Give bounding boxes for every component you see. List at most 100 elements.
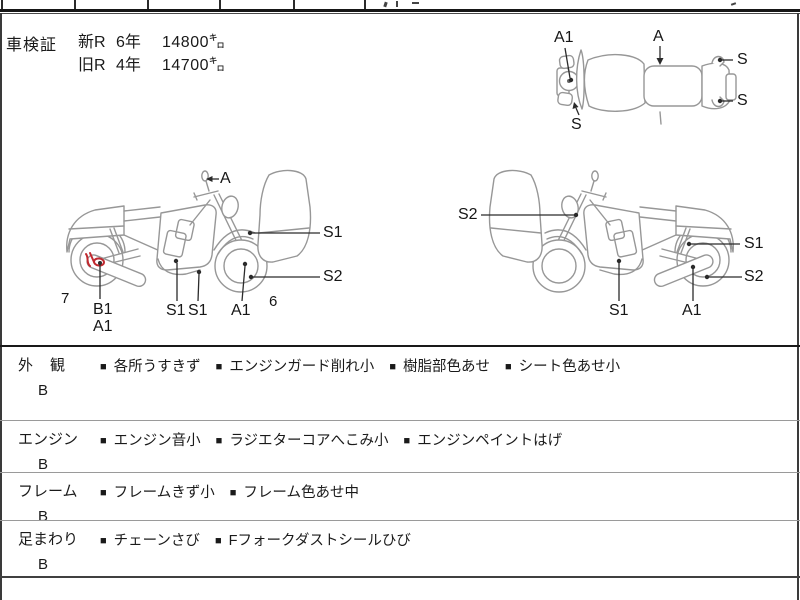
condition-items: ■ 各所うすきず ■ エンジンガード削れ小 ■ 樹脂部色あせ ■ シート色あせ小 — [100, 354, 620, 420]
condition-item: ■ ラジエターコアへこみ小 — [216, 429, 389, 450]
condition-item: ■エンジンペイントはげ — [404, 429, 563, 450]
sheet-right-border — [797, 13, 799, 600]
header-divider — [219, 0, 221, 9]
marker-label: S2 — [744, 268, 764, 285]
condition-item-text: 各所うすきず — [113, 359, 201, 375]
condition-item-text: フレームきず小 — [113, 485, 215, 501]
marker-label: S — [571, 116, 582, 133]
condition-category-label: エンジン — [18, 431, 79, 448]
cropped-text-fragment — [412, 2, 419, 4]
condition-table: 外 観 B ■ 各所うすきず ■ エンジンガード削れ小 ■ 樹脂部色あせ ■ シート色あ… — [0, 345, 800, 578]
inspection-line-new: 新R 6年 14800㌔ — [78, 28, 226, 51]
header-divider — [293, 0, 295, 9]
condition-items: ■ チェーンさび ■ Fフォークダストシールひび — [100, 528, 411, 576]
motorcycle-left-side-diagram: S2 S1 S2 S1 A1 — [430, 155, 770, 345]
bullet-icon: ■ — [100, 435, 107, 447]
marker-label: S1 — [744, 235, 764, 252]
marker-label: A1 — [231, 302, 251, 319]
marker-label: S1 — [166, 302, 186, 319]
bullet-icon: ■ — [215, 435, 223, 447]
condition-item: ■ エンジンガード削れ小 — [216, 355, 375, 376]
damage-mark-red — [85, 252, 105, 267]
marker-label: S2 — [458, 206, 478, 223]
condition-row-undercarriage: 足まわり B ■ チェーンさび ■ Fフォークダストシールひび — [0, 520, 800, 576]
sheet-top-border — [0, 13, 800, 14]
condition-row-engine: エンジン B ■エンジン音小 ■ ラジエターコアへこみ小 ■エンジンペイントはげ — [0, 420, 800, 473]
condition-category-label: 足まわり — [18, 531, 79, 548]
cropped-text-fragment — [730, 2, 737, 6]
condition-item-text: チェーンさび — [113, 533, 200, 549]
header-divider — [1, 0, 3, 9]
bullet-icon: ■ — [403, 435, 411, 447]
sheet-left-border — [0, 13, 2, 600]
motorcycle-right-side-diagram: A S1 S2 7 B1 A1 S1 S1 A1 6 — [40, 155, 380, 345]
condition-item: ■ シート色あせ小 — [505, 355, 620, 376]
marker-label: B1 — [93, 301, 113, 318]
condition-item: ■ 各所うすきず — [100, 355, 201, 376]
marker-label: S — [737, 92, 748, 109]
bullet-icon: ■ — [504, 361, 512, 373]
motorcycle-top-view-diagram: A1 A S S S — [540, 20, 800, 140]
grade-value: B — [38, 382, 49, 399]
condition-label-col: 足まわり B — [0, 528, 100, 576]
bullet-icon: ■ — [100, 361, 107, 373]
marker-label: A — [220, 170, 231, 187]
bullet-icon: ■ — [229, 487, 237, 499]
motorcycle-side-drawing — [66, 169, 320, 302]
cropped-text-fragment — [396, 1, 398, 7]
grade-value: B — [38, 556, 49, 573]
condition-item: ■ フレーム色あせ中 — [230, 481, 359, 502]
condition-item-text: エンジンガード削れ小 — [229, 359, 375, 375]
marker-label: A — [653, 28, 664, 45]
condition-item-text: ラジエターコアへこみ小 — [229, 433, 389, 449]
marker-label: 6 — [269, 293, 278, 310]
inspection-values: 新R 6年 14800㌔ 旧R 4年 14700㌔ — [78, 28, 226, 74]
grade-value: B — [38, 456, 49, 473]
marker-label: S2 — [323, 268, 343, 285]
marker-label: A1 — [93, 318, 113, 335]
condition-items: ■ フレームきず小 ■ フレーム色あせ中 — [100, 480, 359, 520]
condition-item: ■ Fフォークダストシールひび — [215, 529, 411, 550]
condition-item: ■ 樹脂部色あせ — [389, 355, 490, 376]
era-new: 新R — [78, 33, 106, 51]
marker-label: A1 — [682, 302, 702, 319]
header-divider — [147, 0, 149, 9]
years-new: 6年 — [116, 33, 141, 51]
inspection-certificate-label: 車検証 — [6, 37, 58, 54]
marker-label: S1 — [323, 224, 343, 241]
bullet-icon: ■ — [100, 487, 107, 499]
condition-label-col: エンジン B — [0, 428, 100, 473]
header-divider — [74, 0, 76, 9]
marker-label: 7 — [61, 290, 70, 307]
inspection-line-old: 旧R 4年 14700㌔ — [78, 51, 226, 74]
bullet-icon: ■ — [389, 361, 396, 373]
mileage-new: 14800㌔ — [162, 33, 226, 51]
header-bottom-border — [0, 9, 800, 12]
bullet-icon: ■ — [214, 535, 222, 547]
condition-item: ■エンジン音小 — [100, 429, 201, 450]
motorcycle-side-drawing-mirrored — [481, 169, 742, 301]
header-divider — [364, 0, 366, 9]
marker-label: S1 — [188, 302, 208, 319]
condition-row-exterior: 外 観 B ■ 各所うすきず ■ エンジンガード削れ小 ■ 樹脂部色あせ ■ シート色あ… — [0, 347, 800, 420]
marker-label: S — [737, 51, 748, 68]
grade-value: B — [38, 508, 49, 525]
marker-label: A1 — [554, 29, 574, 46]
bullet-icon: ■ — [100, 535, 107, 547]
cropped-text-fragment — [383, 1, 388, 8]
condition-item-text: フレーム色あせ中 — [243, 485, 359, 501]
condition-category-label: 外 観 — [18, 357, 67, 374]
motorcycle-top-view-drawing — [556, 46, 737, 125]
mileage-old: 14700㌔ — [162, 56, 226, 74]
marker-label: S1 — [609, 302, 629, 319]
condition-item-text: 樹脂部色あせ — [402, 359, 490, 375]
condition-category-label: フレーム — [18, 483, 78, 500]
bullet-icon: ■ — [215, 361, 223, 373]
condition-label-col: 外 観 B — [0, 354, 100, 420]
condition-item-text: シート色あせ小 — [518, 359, 621, 375]
condition-item: ■ フレームきず小 — [100, 481, 215, 502]
condition-item-text: Fフォークダストシールひび — [228, 533, 411, 549]
condition-item: ■ チェーンさび — [100, 529, 200, 550]
era-old: 旧R — [78, 56, 106, 74]
